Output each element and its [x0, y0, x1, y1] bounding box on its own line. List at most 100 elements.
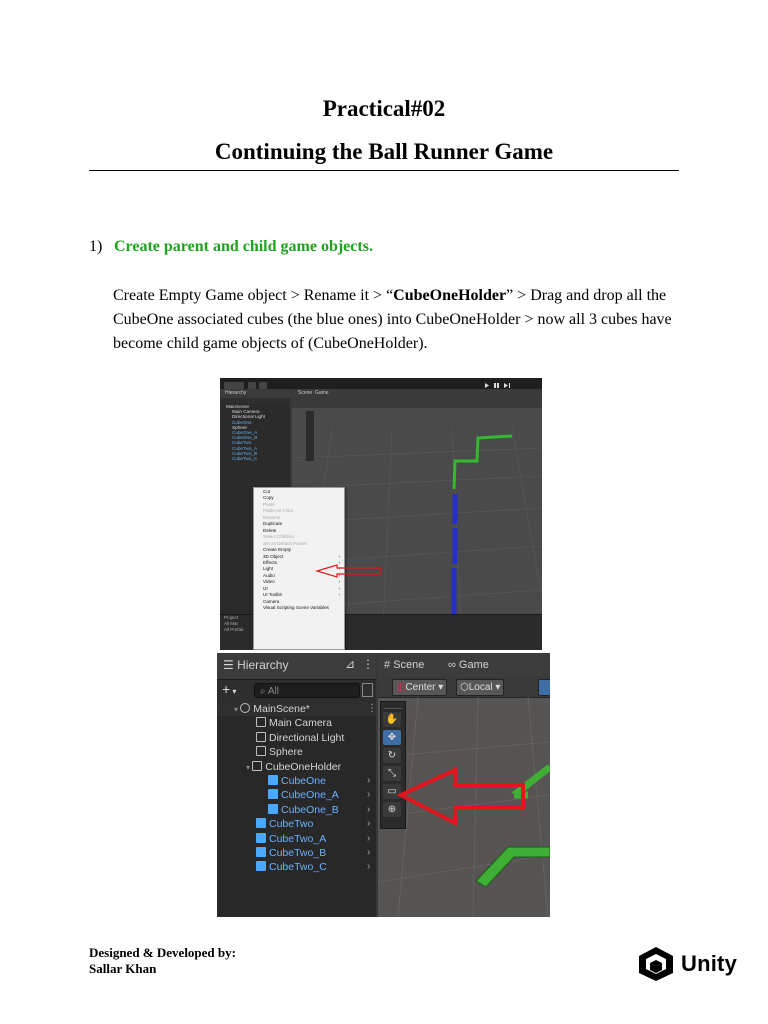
expand-chevron-icon[interactable]: ›: [367, 789, 371, 801]
menu-item-duplicate[interactable]: Duplicate: [263, 521, 283, 527]
move-tool-icon[interactable]: ✥: [383, 730, 401, 745]
menu-item-visual-scripting[interactable]: Visual Scripting Scene Variables: [263, 605, 329, 611]
tree-item[interactable]: CubeTwo_C ›: [217, 860, 376, 874]
tree-item[interactable]: CubeTwo_B ›: [217, 846, 376, 860]
tree-item-label: CubeTwo: [269, 818, 314, 831]
menu-item-ui[interactable]: UI›: [254, 586, 344, 592]
expand-chevron-icon[interactable]: ›: [367, 774, 371, 786]
tree-item-label: CubeTwo_B: [269, 846, 327, 859]
rect-tool-icon[interactable]: ▭: [383, 784, 401, 799]
menu-item-video[interactable]: Video›: [254, 579, 344, 585]
menu-item-paste-as-child[interactable]: Paste As Child: [263, 508, 293, 514]
play-icon: [485, 383, 489, 388]
tree-item[interactable]: Main Camera: [232, 409, 260, 415]
kebab-menu-icon[interactable]: ⋮: [362, 657, 374, 671]
tree-item[interactable]: CubeOne ›: [217, 774, 376, 788]
project-tab[interactable]: Project: [224, 615, 239, 620]
step-icon: [504, 383, 508, 388]
expand-chevron-icon[interactable]: ›: [367, 846, 371, 858]
tree-item[interactable]: CubeTwo: [232, 440, 252, 446]
hierarchy-tab[interactable]: Hierarchy: [220, 389, 290, 398]
tab-game[interactable]: Game: [314, 390, 329, 396]
menu-item-3d-object[interactable]: 3D Object›: [254, 554, 344, 560]
tree-item-label: MainScene*: [253, 703, 310, 715]
space-local-button[interactable]: ⬡Local ▾: [456, 679, 505, 696]
kebab-menu-icon[interactable]: ⋮: [367, 703, 377, 714]
menu-item-rename[interactable]: Rename: [263, 514, 281, 520]
hierarchy-tab[interactable]: ☰ Hierarchy: [223, 658, 288, 672]
menu-item-label: 3D Object: [263, 553, 284, 559]
expand-chevron-icon[interactable]: ›: [367, 861, 371, 873]
hierarchy-search[interactable]: [220, 398, 290, 404]
fold-arrow-icon[interactable]: ▾: [234, 705, 241, 714]
step-number: 1): [89, 238, 103, 255]
project-item[interactable]: All Prefab: [224, 627, 244, 632]
scale-tool-icon[interactable]: ⤡: [383, 766, 401, 781]
tree-item[interactable]: CubeOne: [232, 419, 252, 425]
tree-item-label: CubeTwo_C: [269, 861, 327, 874]
menu-item-create-empty[interactable]: Create Empty: [263, 547, 292, 553]
space-label: Local: [468, 682, 493, 693]
expand-chevron-icon[interactable]: ›: [367, 803, 371, 815]
tree-item[interactable]: Sphere: [232, 424, 247, 430]
tab-scene[interactable]: Scene: [298, 390, 313, 396]
menu-item-copy[interactable]: Copy: [263, 495, 274, 501]
tree-item[interactable]: CubeTwo_B: [232, 450, 258, 456]
gameobject-icon: [252, 760, 263, 771]
expand-chevron-icon[interactable]: ›: [367, 832, 371, 844]
tree-item[interactable]: CubeOne_B: [232, 435, 258, 441]
gameobject-icon: [256, 717, 266, 728]
tree-item[interactable]: Main Camera: [217, 716, 376, 730]
tree-item[interactable]: Sphere: [217, 745, 376, 759]
tree-item[interactable]: CubeOne_B›: [217, 803, 376, 817]
grid-icon: #: [384, 659, 391, 671]
menu-item-cut[interactable]: Cut: [263, 489, 271, 494]
tree-item[interactable]: CubeOne_A›: [217, 788, 376, 802]
tree-item[interactable]: Directional Light: [217, 731, 376, 745]
tree-item[interactable]: MainScene: [226, 404, 249, 409]
tree-item[interactable]: CubeTwo_A: [232, 445, 258, 451]
menu-item-set-default-parent[interactable]: Set as Default Parent: [263, 540, 307, 546]
expand-chevron-icon[interactable]: ›: [367, 818, 371, 830]
pivot-center-button[interactable]: ◫Center ▾: [392, 679, 448, 696]
fold-arrow-icon[interactable]: ▾: [246, 762, 253, 772]
tree-item[interactable]: ▾ MainScene* ⋮: [217, 702, 377, 717]
search-icon: ⌕: [260, 686, 266, 697]
local-cube-icon: ⬡: [460, 682, 469, 693]
tree-item[interactable]: CubeTwo_A›: [217, 832, 376, 846]
project-item[interactable]: All Mat: [224, 621, 238, 626]
tab-scene-label: Scene: [393, 659, 425, 671]
grid-snap-button[interactable]: [538, 679, 550, 696]
menu-item-paste[interactable]: Paste: [263, 501, 275, 507]
hand-tool-icon[interactable]: ✋: [383, 712, 401, 727]
tree-item[interactable]: Directional Light: [232, 414, 265, 420]
tree-item[interactable]: CubeOne_A: [232, 430, 258, 436]
add-object-button[interactable]: + ▾: [222, 681, 237, 697]
rotate-tool-icon[interactable]: ↻: [383, 748, 401, 763]
tree-item-label: Main Camera: [269, 717, 333, 730]
filter-icon[interactable]: [362, 683, 373, 697]
instructions-part-1: Create Empty Game object > Rename it > “: [113, 287, 394, 304]
tree-item-label: CubeOne: [281, 774, 326, 787]
menu-item-delete[interactable]: Delete: [263, 527, 277, 533]
menu-item-camera[interactable]: Camera: [263, 598, 280, 604]
unity-logo: Unity: [636, 946, 737, 982]
tab-scene[interactable]: # Scene: [384, 659, 424, 671]
menu-item-effects[interactable]: Effects›: [254, 560, 344, 566]
tree-item[interactable]: CubeTwo_C: [232, 456, 258, 462]
menu-item-select-children[interactable]: Select Children: [263, 534, 295, 540]
tab-game[interactable]: ∞ Game: [448, 659, 489, 671]
menu-item-ui-toolkit[interactable]: UI Toolkit›: [254, 592, 344, 598]
lock-icon[interactable]: ⊿: [345, 657, 356, 671]
transform-tool-icon[interactable]: ⊕: [383, 802, 401, 817]
page-title: Practical#02: [322, 96, 446, 121]
tree-item[interactable]: ▾ CubeOneHolder: [217, 760, 376, 774]
tree-item[interactable]: CubeTwo ›: [217, 817, 376, 831]
step-heading-line: 1)Create parent and child game objects.: [89, 238, 373, 256]
tool-palette[interactable]: [306, 411, 314, 461]
dropdown-arrow-icon: ▾: [230, 687, 237, 696]
hierarchy-search-input[interactable]: ⌕ All: [254, 683, 360, 698]
menu-item-label: UI: [263, 585, 268, 591]
green-cubes: [452, 434, 513, 490]
